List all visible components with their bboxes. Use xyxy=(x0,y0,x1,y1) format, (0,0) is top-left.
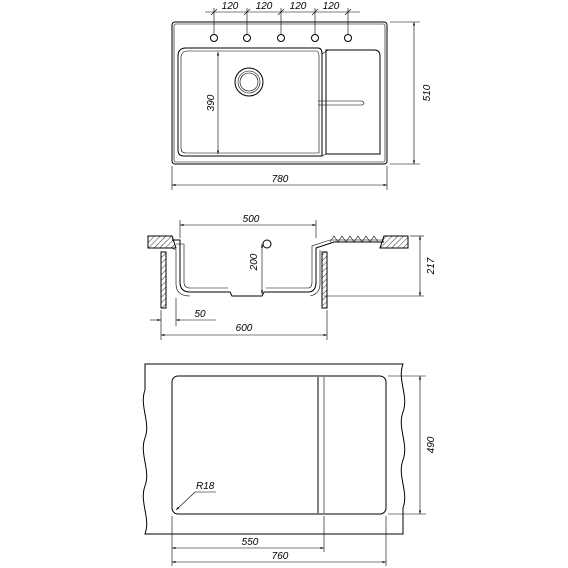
cabinet-wall-left xyxy=(160,251,167,309)
overall-width-dimension: 780 xyxy=(171,166,388,190)
bowl-width-label: 500 xyxy=(243,214,260,225)
countertop-left xyxy=(147,235,177,249)
overflow-hole-icon xyxy=(262,239,272,249)
hole-spacing-3-label: 120 xyxy=(290,1,307,12)
faucet-hole-icon xyxy=(344,34,352,42)
drainboard-outline xyxy=(325,49,381,155)
section-view: 500 200 217 50 600 xyxy=(147,214,437,340)
faucet-hole-icon xyxy=(277,34,285,42)
bowl-section xyxy=(172,239,384,297)
bowl-depth-dimension: 200 xyxy=(249,244,264,294)
bowl-height-label: 390 xyxy=(206,94,217,111)
bowl-outline xyxy=(177,47,323,157)
edge-offset-label: 50 xyxy=(194,309,206,320)
faucet-hole-icon xyxy=(311,34,319,42)
overall-depth-dimension: 217 xyxy=(324,235,437,297)
cabinet-width-dimension: 600 xyxy=(161,310,328,340)
corner-radius-label: R18 xyxy=(196,481,215,492)
hole-spacing-2-label: 120 xyxy=(256,1,273,12)
faucet-holes xyxy=(210,34,352,42)
hole-spacing-4-label: 120 xyxy=(323,1,340,12)
overall-height-dimension: 510 xyxy=(390,21,433,165)
bowl-width-dimension: 500 xyxy=(179,214,317,238)
drain-icon xyxy=(234,67,264,97)
overflow-slot xyxy=(318,100,365,106)
cutout-width-dimension: 760 xyxy=(172,516,387,566)
overall-depth-label: 217 xyxy=(426,257,437,275)
hole-spacing-1-label: 120 xyxy=(222,1,239,12)
edge-offset-dimension: 50 xyxy=(150,298,216,340)
overall-height-label: 510 xyxy=(422,84,433,101)
countertop-right xyxy=(379,235,409,249)
overall-width-label: 780 xyxy=(272,174,289,185)
cutout-width-label: 760 xyxy=(272,551,289,562)
hole-spacing-dimensions: 120 120 120 120 xyxy=(205,1,360,34)
bowl-height-dimension: 390 xyxy=(206,52,220,154)
sink-outline xyxy=(171,21,388,165)
cutout-view: R18 490 550 760 xyxy=(142,363,437,566)
cutout-outline xyxy=(171,375,387,515)
bowl-depth-label: 200 xyxy=(249,253,260,271)
corner-radius-callout: R18 xyxy=(175,481,216,511)
top-view: 120 120 120 120 390 510 780 xyxy=(171,1,433,190)
cutout-height-label: 490 xyxy=(426,436,437,453)
faucet-hole-icon xyxy=(210,34,218,42)
cutout-height-dimension: 490 xyxy=(388,375,437,515)
bowl-cut-width-label: 550 xyxy=(242,537,259,548)
bowl-cut-width-dimension: 550 xyxy=(171,516,325,566)
cabinet-wall-right xyxy=(321,251,328,309)
faucet-hole-icon xyxy=(243,34,251,42)
countertop-break-outline xyxy=(142,363,406,535)
cabinet-width-label: 600 xyxy=(236,323,253,334)
